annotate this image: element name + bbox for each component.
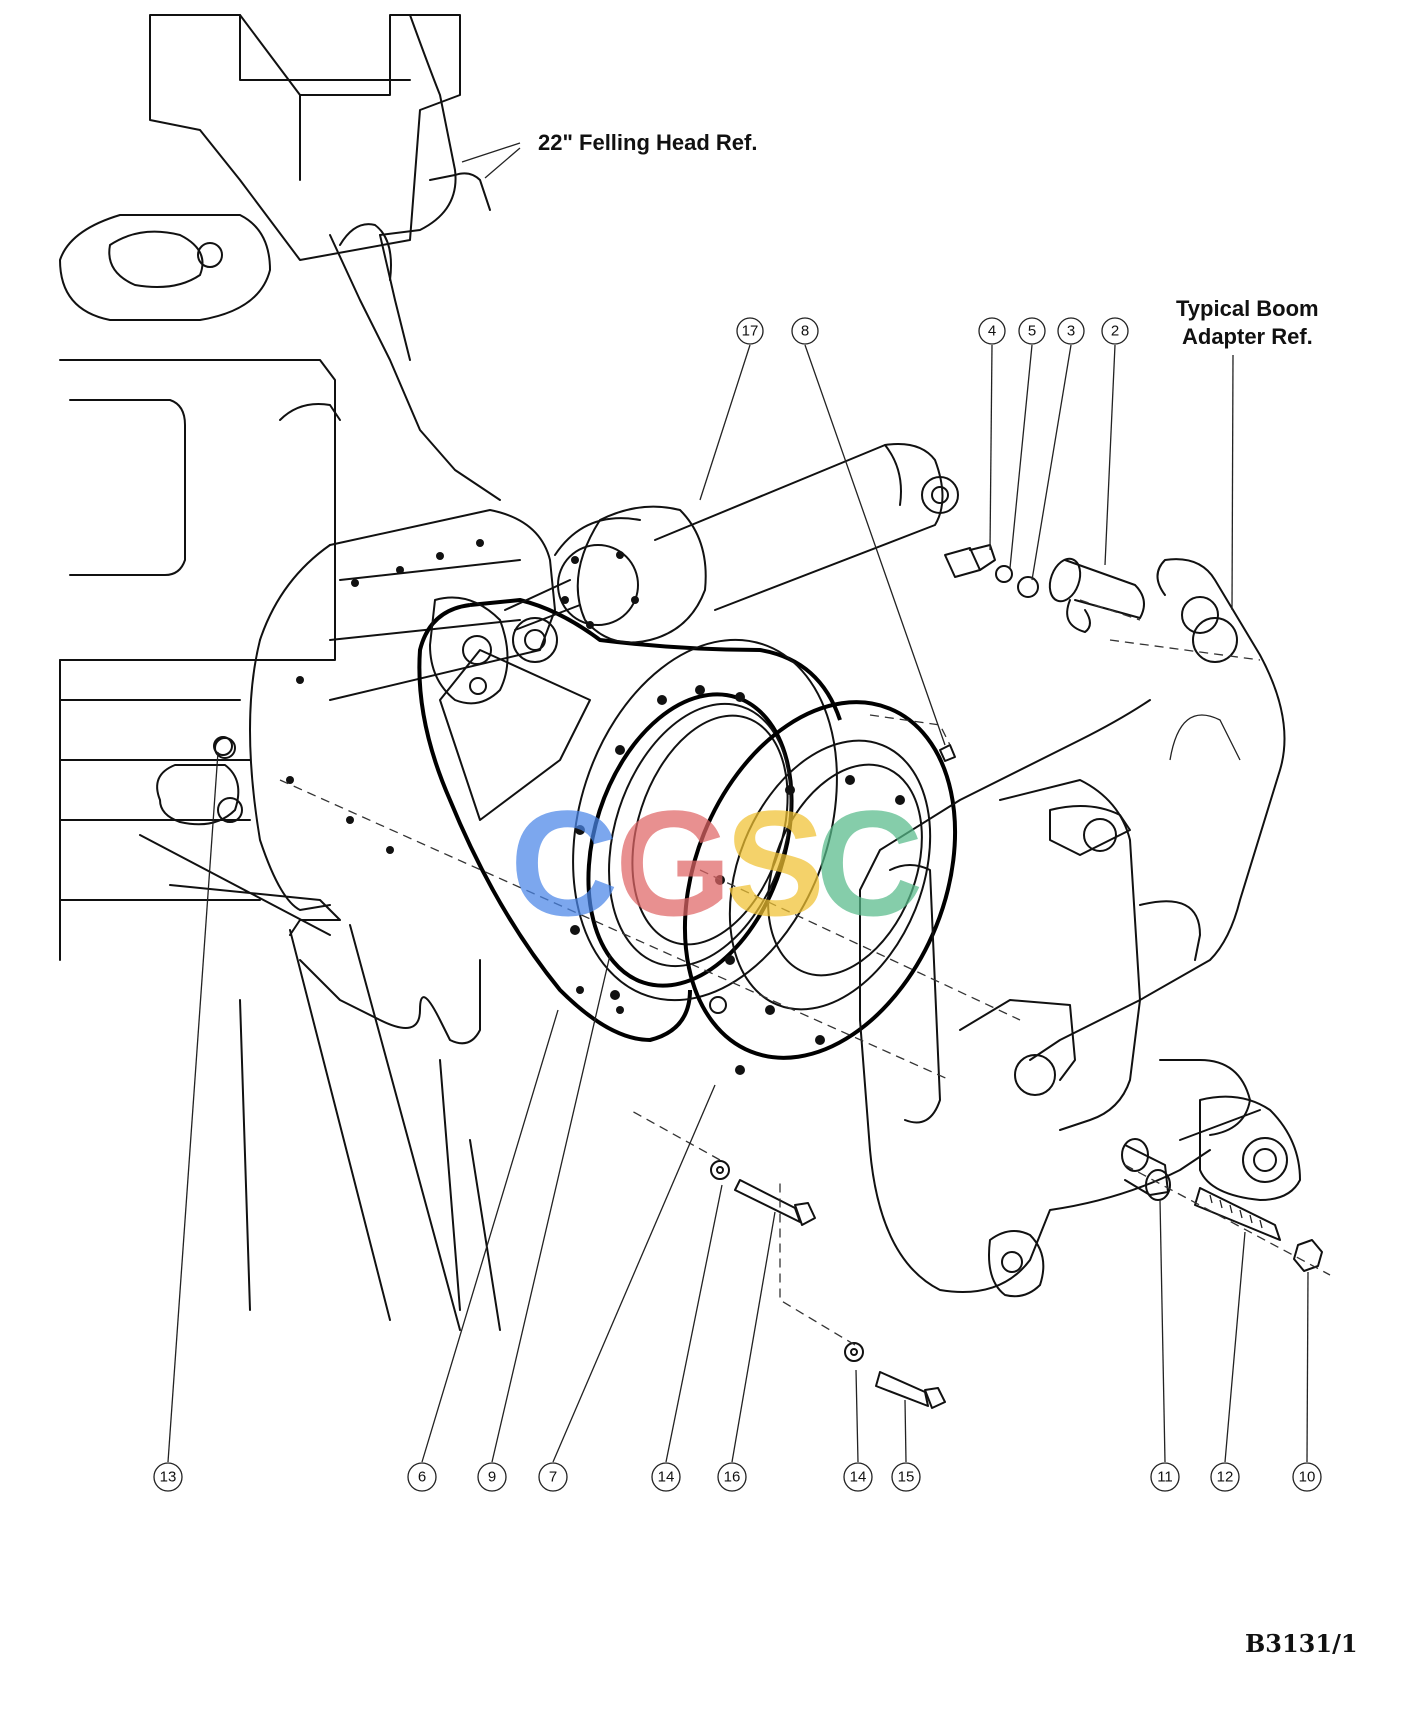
- leader-lines: [167, 142, 1309, 1463]
- callout-8: 8: [791, 317, 819, 345]
- callout-4: 4: [978, 317, 1006, 345]
- bolts-washers: [213, 736, 956, 1409]
- callout-10: 10: [1292, 1462, 1322, 1492]
- callout-11: 11: [1150, 1462, 1180, 1492]
- callout-3: 3: [1057, 317, 1085, 345]
- svg-text:15: 15: [898, 1469, 915, 1486]
- watermark-letter-s: S: [725, 779, 825, 947]
- callout-17: 17: [736, 317, 764, 345]
- felling-head-frame: [59, 14, 501, 1331]
- cgsc-watermark: C G S C: [510, 779, 923, 947]
- felling-head-ref-label: 22" Felling Head Ref.: [538, 130, 757, 155]
- flange-bolt-holes: [286, 539, 624, 1014]
- svg-text:10: 10: [1299, 1469, 1316, 1486]
- svg-text:4: 4: [988, 323, 996, 340]
- ring-bolt-holes: [570, 685, 905, 1075]
- callout-16: 16: [717, 1462, 747, 1492]
- callout-12: 12: [1210, 1462, 1240, 1492]
- drawing-id-label: B3131/1: [1245, 1629, 1358, 1658]
- bushing-stud-nut: [1121, 1138, 1323, 1272]
- svg-text:11: 11: [1157, 1469, 1173, 1486]
- svg-text:13: 13: [160, 1469, 177, 1486]
- boom-adapter-ref-label-line2: Adapter Ref.: [1182, 324, 1313, 349]
- svg-text:14: 14: [850, 1469, 867, 1486]
- watermark-letter-g: G: [615, 779, 732, 947]
- callout-14-left: 14: [651, 1462, 681, 1492]
- svg-text:2: 2: [1111, 323, 1119, 340]
- svg-text:12: 12: [1217, 1469, 1234, 1486]
- callout-9: 9: [477, 1462, 507, 1492]
- boom-adapter-ref-label-line1: Typical Boom: [1176, 296, 1319, 321]
- svg-text:9: 9: [488, 1469, 496, 1486]
- hydraulic-cylinder: [429, 443, 959, 705]
- boom-adapter: [859, 558, 1301, 1298]
- svg-text:7: 7: [549, 1469, 557, 1486]
- svg-text:17: 17: [742, 323, 759, 340]
- pin-hardware: [944, 544, 1145, 633]
- mounting-flange-bracket: [249, 509, 842, 1042]
- callout-5: 5: [1018, 317, 1046, 345]
- callout-2: 2: [1101, 317, 1129, 345]
- callout-15: 15: [891, 1462, 921, 1492]
- center-lines: [279, 599, 1331, 1346]
- watermark-letter-c1: C: [510, 779, 618, 947]
- svg-text:5: 5: [1028, 323, 1036, 340]
- svg-text:3: 3: [1067, 323, 1075, 340]
- svg-text:8: 8: [801, 323, 809, 340]
- callout-13: 13: [153, 1462, 183, 1492]
- svg-text:14: 14: [658, 1469, 675, 1486]
- callout-14-right: 14: [843, 1462, 873, 1492]
- svg-text:16: 16: [724, 1469, 741, 1486]
- callout-7: 7: [538, 1462, 568, 1492]
- watermark-letter-c2: C: [815, 779, 923, 947]
- rotator-ring-assembly: [570, 638, 958, 1075]
- callout-balloons: 17 8 4 5 3 2 13 6 9 7 14 16 14 15 11 12 …: [153, 317, 1322, 1492]
- callout-6: 6: [407, 1462, 437, 1492]
- svg-text:6: 6: [418, 1469, 426, 1486]
